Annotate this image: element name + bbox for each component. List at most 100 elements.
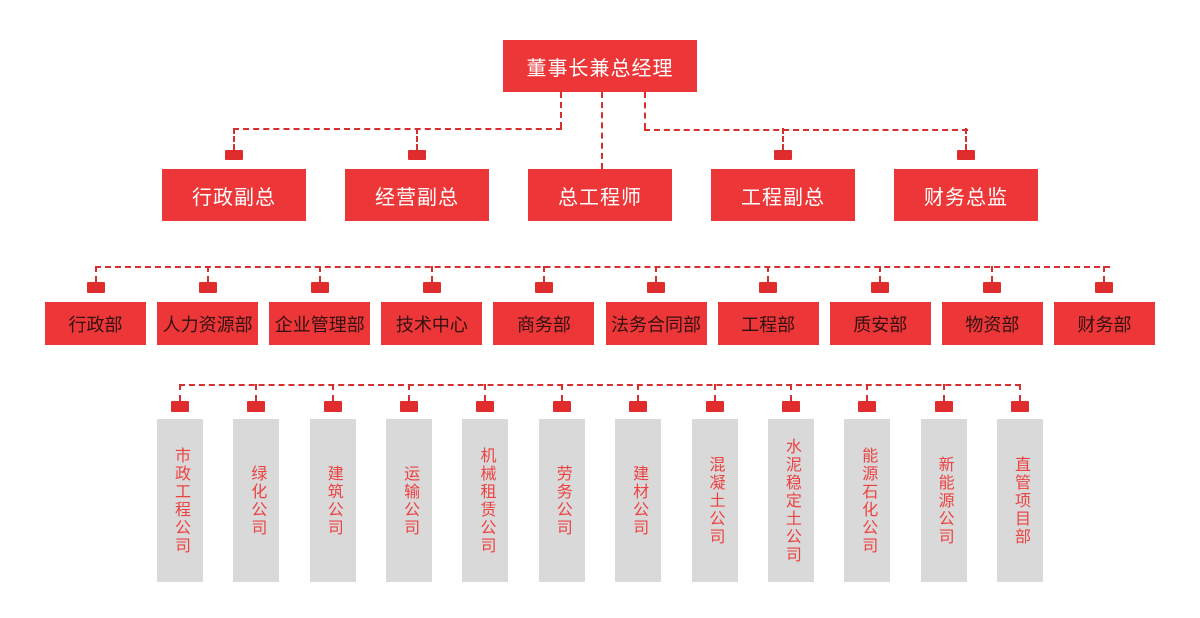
org-node-subsidiary[interactable]: 水泥稳定土公司	[767, 419, 814, 582]
subsidiary-label: 建材公司	[630, 464, 648, 537]
org-node-subsidiary[interactable]: 新能源公司	[920, 419, 967, 582]
department-cell: 行政部	[45, 266, 146, 345]
org-node-subsidiary[interactable]: 建筑公司	[309, 419, 356, 582]
connector-stub	[247, 401, 266, 412]
connector-stub	[1010, 401, 1029, 412]
org-node-executive[interactable]: 财务总监	[894, 169, 1038, 221]
subsidiary-label: 市政工程公司	[172, 446, 189, 555]
org-node-subsidiary[interactable]: 市政工程公司	[157, 419, 203, 582]
org-node-subsidiary[interactable]: 建材公司	[615, 419, 662, 582]
connector-drop	[789, 384, 792, 401]
connector-stub	[934, 401, 953, 412]
org-node-subsidiary[interactable]: 运输公司	[386, 419, 433, 582]
subsidiary-cell: 直管项目部	[996, 384, 1043, 582]
org-node-department[interactable]: 物资部	[941, 302, 1043, 345]
subsidiary-cell: 机械租赁公司	[462, 384, 509, 582]
org-node-department[interactable]: 法务合同部	[605, 302, 707, 345]
executive-cell: 总工程师	[528, 128, 672, 221]
connector-level2-left-rail	[233, 128, 562, 130]
connector-drop	[94, 266, 97, 282]
org-node-executive[interactable]: 经营副总	[345, 169, 489, 221]
connector-drop	[1103, 266, 1106, 282]
executives-row: 行政副总 经营副总 总工程师 工程副总	[162, 128, 1038, 221]
subsidiary-cell: 劳务公司	[538, 384, 585, 582]
connector-drop	[965, 128, 967, 150]
org-node-executive[interactable]: 工程副总	[711, 169, 855, 221]
connector-stub	[1095, 282, 1114, 293]
connector-drop	[430, 266, 433, 282]
connector-drop	[560, 384, 563, 401]
connector-drop	[991, 266, 994, 282]
connector-drop	[318, 266, 321, 282]
connector-stub	[323, 401, 342, 412]
subsidiary-label: 劳务公司	[553, 464, 571, 537]
subsidiary-label: 绿化公司	[248, 464, 266, 537]
org-node-chairman[interactable]: 董事长兼总经理	[503, 40, 697, 92]
connector-stub	[871, 282, 890, 293]
subsidiary-label: 新能源公司	[935, 455, 953, 546]
connector-stub	[198, 282, 217, 293]
connector-stub	[957, 150, 975, 160]
connector-stub	[759, 282, 778, 293]
connector-stub	[858, 401, 877, 412]
subsidiary-cell: 绿化公司	[233, 384, 280, 582]
connector-drop	[782, 128, 784, 150]
connector-stub	[705, 401, 724, 412]
executive-cell: 工程副总	[711, 128, 855, 221]
subsidiary-label: 混凝土公司	[706, 455, 724, 546]
subsidiary-label: 直管项目部	[1011, 455, 1029, 546]
connector-stub	[408, 150, 426, 160]
connector-stub	[983, 282, 1002, 293]
connector-stub	[86, 282, 105, 293]
org-node-executive[interactable]: 总工程师	[528, 169, 672, 221]
subsidiary-label: 运输公司	[401, 464, 419, 537]
connector-drop	[331, 384, 334, 401]
subsidiary-label: 水泥稳定土公司	[782, 437, 800, 564]
executive-cell: 财务总监	[894, 128, 1038, 221]
connector-stub	[225, 150, 243, 160]
org-node-department[interactable]: 企业管理部	[269, 302, 371, 345]
connector-drop	[542, 266, 545, 282]
org-node-subsidiary[interactable]: 机械租赁公司	[462, 419, 509, 582]
org-node-department[interactable]: 工程部	[717, 302, 819, 345]
connector-stub	[774, 150, 792, 160]
org-node-subsidiary[interactable]: 混凝土公司	[691, 419, 738, 582]
department-cell: 工程部	[717, 266, 819, 345]
connector-drop	[1018, 384, 1021, 401]
connector-drop	[408, 384, 411, 401]
org-node-subsidiary[interactable]: 直管项目部	[996, 419, 1043, 582]
connector-drop	[942, 384, 945, 401]
connector-root-center-drop	[601, 92, 603, 169]
departments-row: 行政部 人力资源部 企业管理部 技术中心	[45, 266, 1155, 345]
connector-stub	[476, 401, 495, 412]
subsidiary-label: 能源石化公司	[859, 446, 877, 555]
subsidiary-label: 机械租赁公司	[477, 446, 495, 555]
connector-stub	[552, 401, 571, 412]
connector-root-left-drop	[560, 92, 562, 128]
connector-drop	[206, 266, 209, 282]
subsidiary-cell: 建筑公司	[309, 384, 356, 582]
department-cell: 技术中心	[381, 266, 483, 345]
org-node-department[interactable]: 商务部	[493, 302, 595, 345]
subsidiary-label: 建筑公司	[324, 464, 342, 537]
subsidiaries-row: 市政工程公司 绿化公司 建筑公司	[157, 384, 1043, 582]
subsidiary-cell: 市政工程公司	[157, 384, 203, 582]
org-node-subsidiary[interactable]: 绿化公司	[233, 419, 280, 582]
org-node-department[interactable]: 财务部	[1053, 302, 1155, 345]
connector-drop	[713, 384, 716, 401]
department-cell: 企业管理部	[269, 266, 371, 345]
org-node-department[interactable]: 人力资源部	[157, 302, 259, 345]
connector-stub	[400, 401, 419, 412]
org-node-executive[interactable]: 行政副总	[162, 169, 306, 221]
org-node-department[interactable]: 技术中心	[381, 302, 483, 345]
connector-drop	[484, 384, 487, 401]
subsidiary-cell: 建材公司	[615, 384, 662, 582]
connector-stub	[534, 282, 553, 293]
org-node-department[interactable]: 质安部	[829, 302, 931, 345]
executive-cell: 行政副总	[162, 128, 306, 221]
connector-root-right-drop	[644, 92, 646, 129]
org-node-department[interactable]: 行政部	[45, 302, 146, 345]
org-node-subsidiary[interactable]: 能源石化公司	[844, 419, 891, 582]
subsidiary-cell: 水泥稳定土公司	[767, 384, 814, 582]
org-node-subsidiary[interactable]: 劳务公司	[538, 419, 585, 582]
